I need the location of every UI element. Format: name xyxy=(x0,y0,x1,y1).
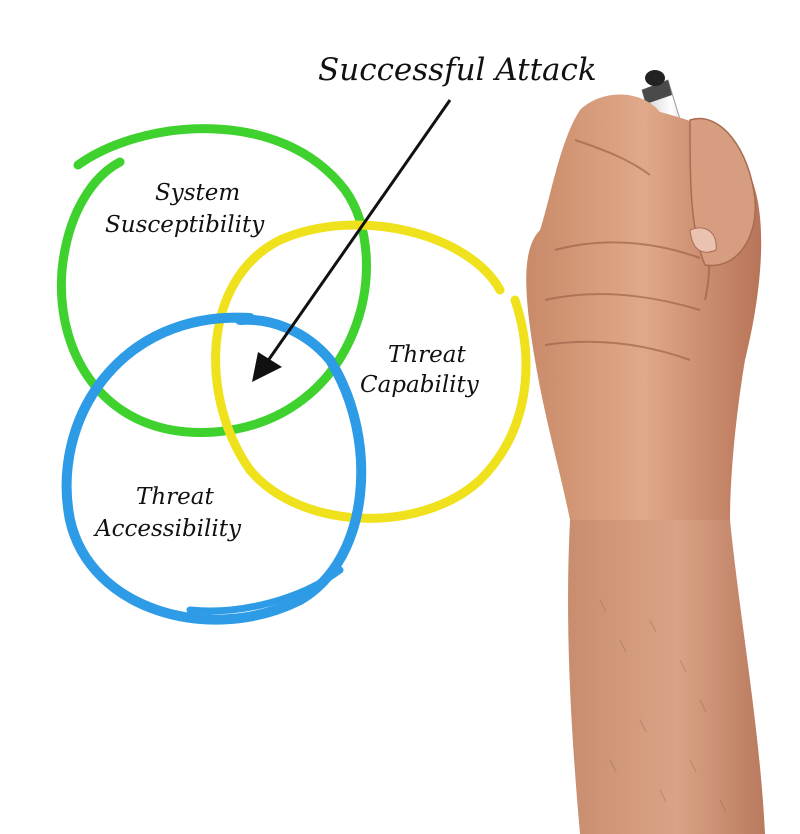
label-susceptibility: Susceptibility xyxy=(105,212,265,238)
system-susceptibility-circle xyxy=(56,124,371,438)
label-threat-capability-1: Threat xyxy=(388,342,466,368)
hand-holding-marker-illustration xyxy=(526,70,765,834)
title-successful-attack: Successful Attack xyxy=(318,52,597,88)
attack-arrow xyxy=(252,99,452,382)
label-threat-capability-2: Capability xyxy=(360,372,480,398)
label-threat-accessibility-2: Accessibility xyxy=(93,516,242,542)
label-threat-accessibility-1: Threat xyxy=(136,484,214,510)
label-system: System xyxy=(155,180,240,206)
threat-accessibility-circle xyxy=(61,312,367,625)
